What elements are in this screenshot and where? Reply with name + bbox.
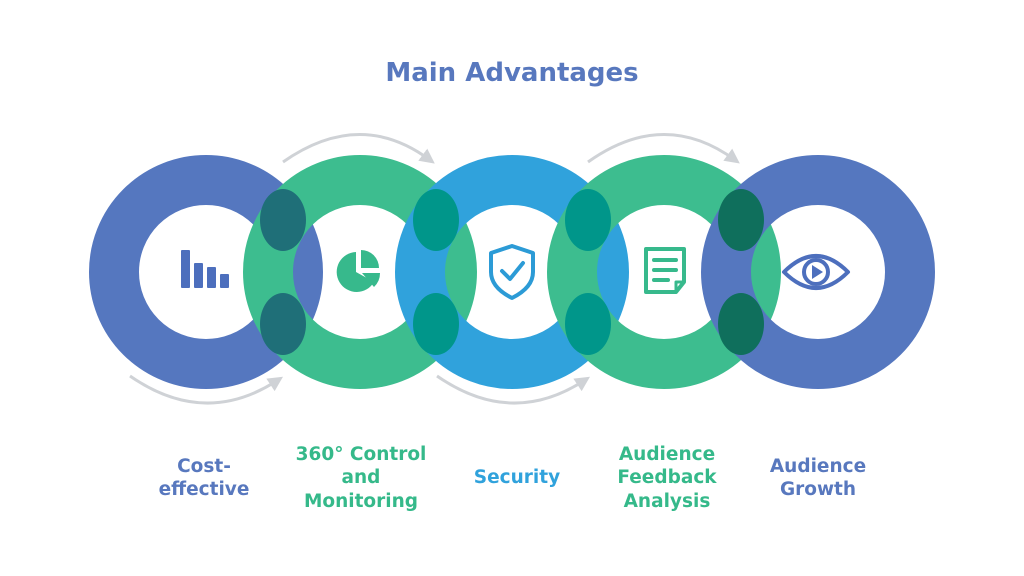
ring-overlap bbox=[718, 293, 764, 355]
step-label-text: Security bbox=[474, 466, 560, 489]
flow-arrow-top-1 bbox=[282, 133, 435, 164]
step-label-cost-effective: Cost-effective bbox=[119, 438, 289, 518]
step-label-line: effective bbox=[158, 479, 250, 500]
ring-5 bbox=[701, 155, 935, 389]
step-label-line: Cost- bbox=[177, 455, 231, 477]
step-label-line: Security bbox=[473, 467, 561, 489]
ring-overlap bbox=[565, 293, 611, 355]
step-label-line: Audience bbox=[618, 444, 716, 466]
step-label-line: Audience bbox=[769, 455, 867, 477]
ring-overlap bbox=[260, 293, 306, 355]
ring-2 bbox=[243, 155, 477, 389]
flow-arrow-bottom-1 bbox=[129, 374, 284, 405]
ring-overlap bbox=[260, 189, 306, 251]
step-label-security: Security bbox=[432, 438, 602, 518]
eye-icon bbox=[782, 254, 850, 290]
step-label-line: Feedback bbox=[617, 467, 717, 489]
ring-overlap bbox=[413, 189, 459, 251]
ring-3 bbox=[395, 155, 629, 389]
step-label-line: and bbox=[341, 467, 381, 489]
ring-overlap bbox=[565, 189, 611, 251]
ring-4 bbox=[547, 155, 781, 389]
flow-arrow-bottom-2 bbox=[436, 374, 591, 405]
flow-arrow-top-2 bbox=[587, 133, 740, 164]
step-label-text: Cost-effective bbox=[159, 455, 250, 501]
step-label-line: Growth bbox=[779, 479, 857, 500]
shield-check-icon bbox=[489, 244, 535, 300]
ring-overlap bbox=[718, 189, 764, 251]
step-label-line: 360° Control bbox=[295, 444, 427, 466]
page-title: Main Advantages bbox=[385, 58, 639, 88]
ring-1 bbox=[89, 155, 323, 389]
document-icon bbox=[644, 247, 686, 294]
step-label-line: Analysis bbox=[623, 490, 711, 512]
ring-overlap bbox=[413, 293, 459, 355]
pie-chart-icon bbox=[336, 250, 381, 292]
step-label-line: Monitoring bbox=[303, 490, 419, 512]
bar-chart-icon bbox=[181, 250, 229, 288]
